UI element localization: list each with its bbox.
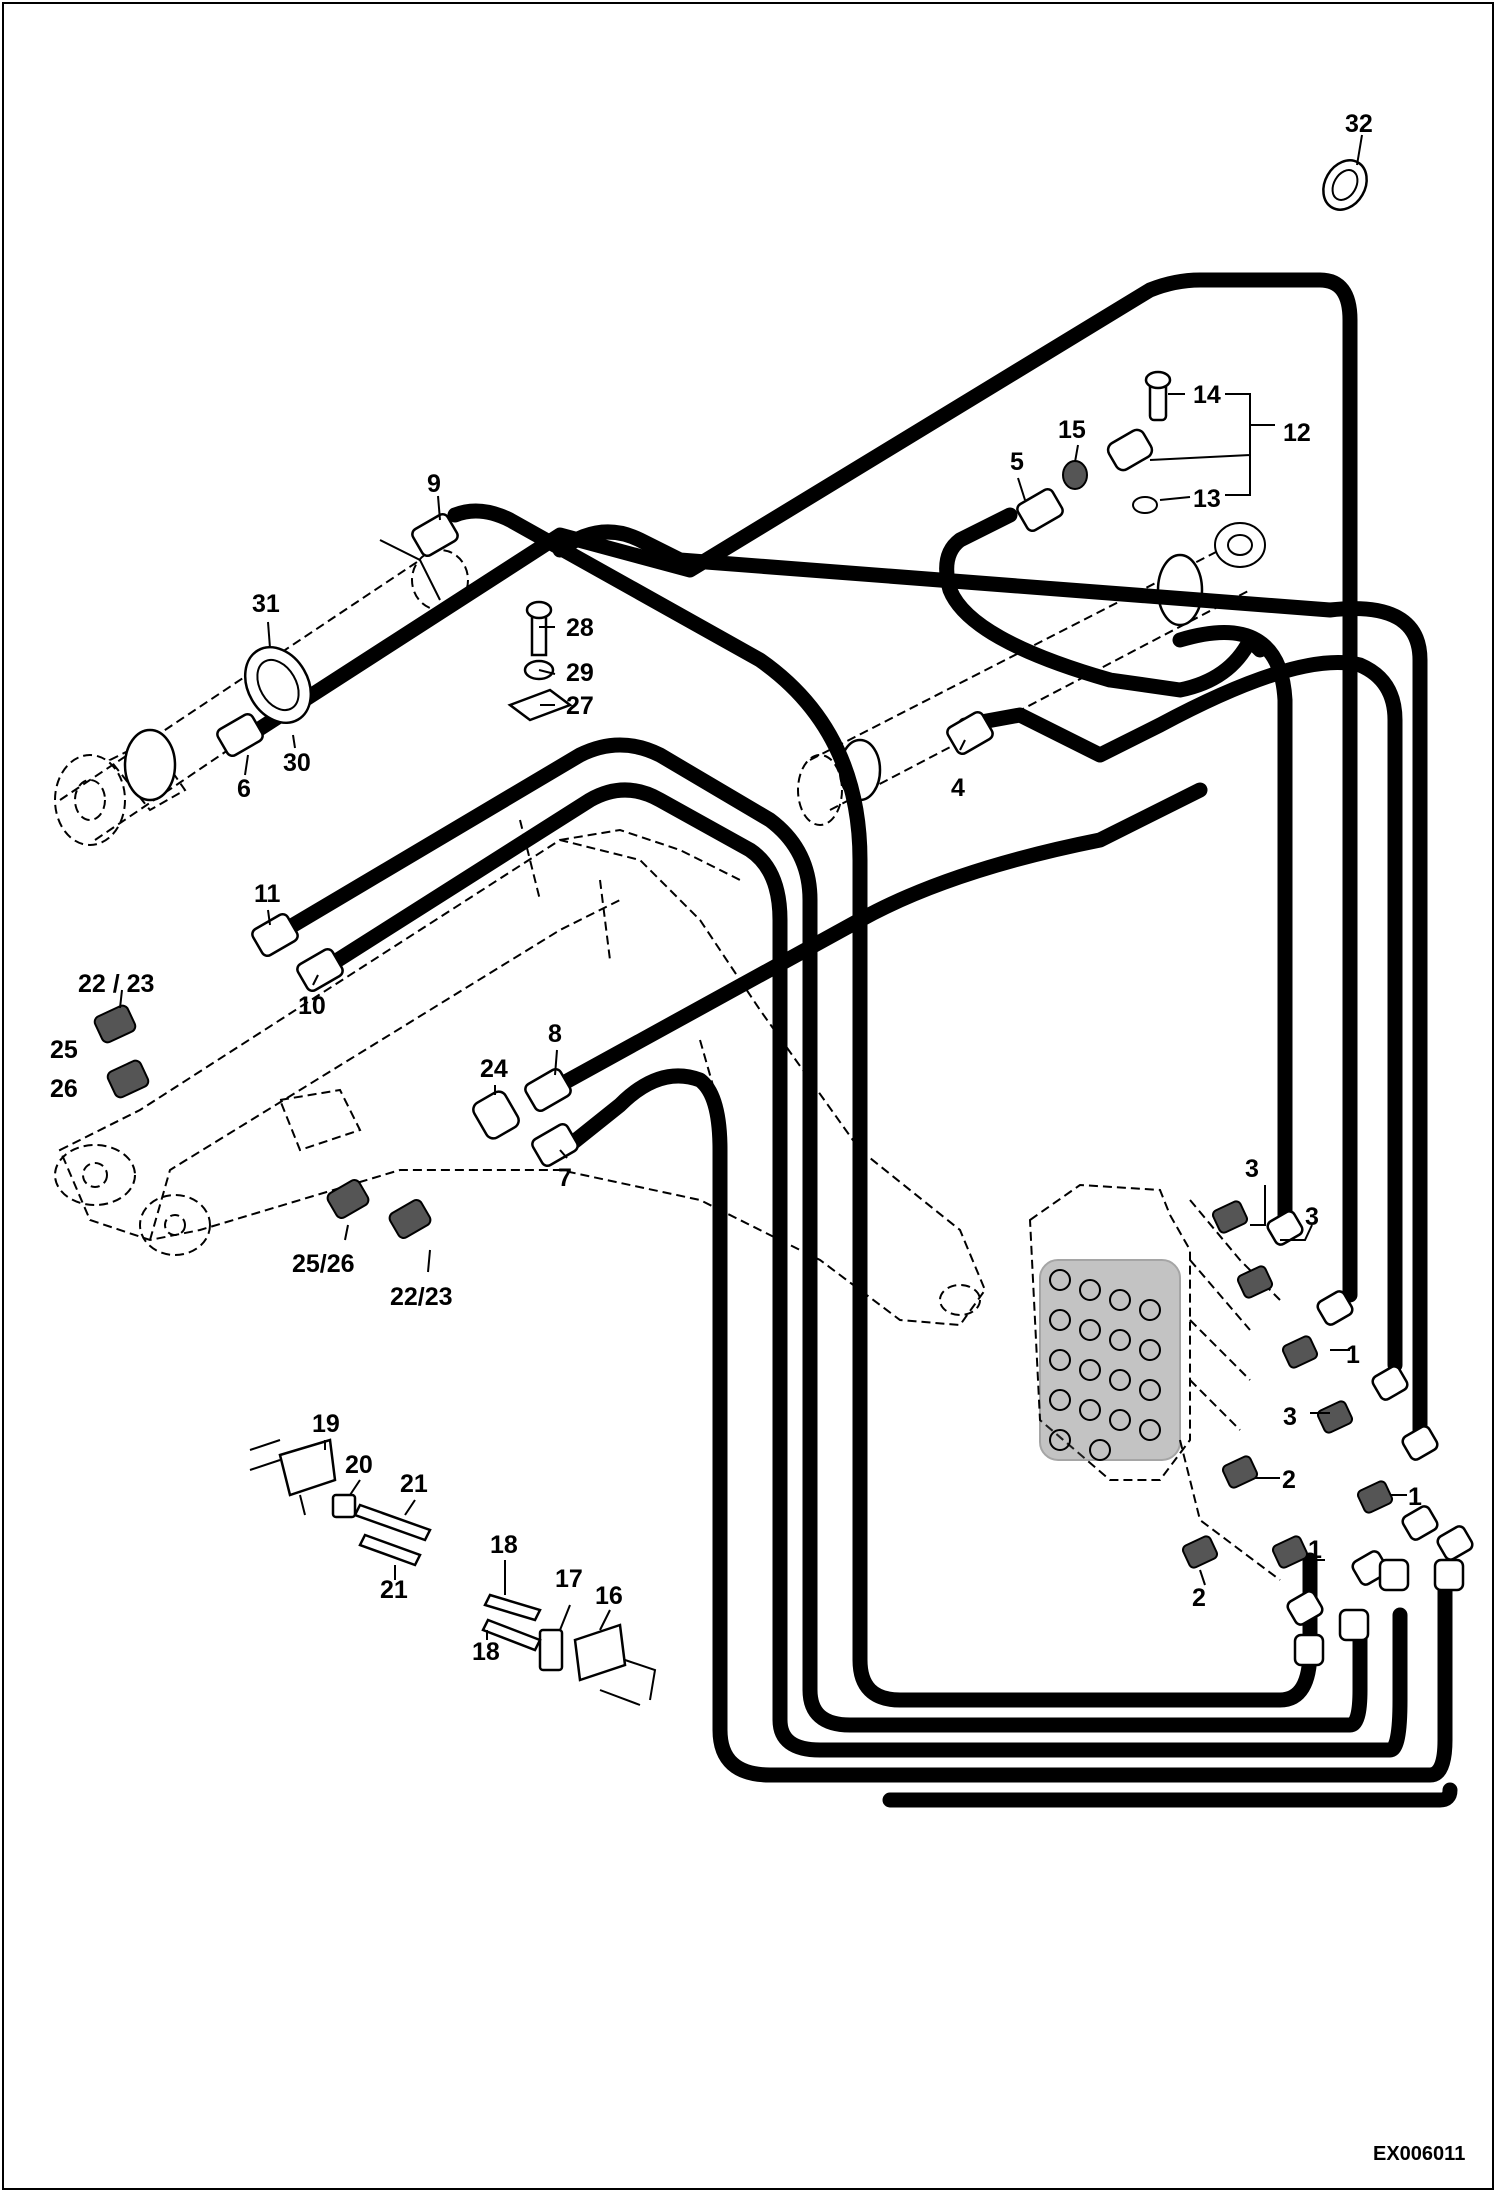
callout-18-bottom: 18 [472,1638,500,1666]
callout-17: 17 [555,1565,583,1593]
document-id: EX006011 [1373,2143,1465,2165]
callout-6: 6 [237,775,251,803]
leader-lines [119,134,1407,1640]
callout-2-mid: 2 [1282,1466,1296,1494]
callout-21-bottom: 21 [380,1576,408,1604]
control-valve-block [1028,1183,1281,1581]
callout-3-low: 3 [1283,1403,1297,1431]
callout-3-mid: 3 [1305,1203,1319,1231]
callout-29: 29 [566,659,594,687]
callout-15: 15 [1058,416,1086,444]
boom-outline [54,819,987,1327]
callout-1-top: 1 [1346,1341,1360,1369]
callout-18-top: 18 [490,1531,518,1559]
callout-5: 5 [1010,448,1024,476]
fittings [93,159,1474,1706]
callout-25-26-bottom: 25/26 [292,1250,355,1278]
callout-2-low: 2 [1192,1584,1206,1612]
callout-28: 28 [566,614,594,642]
callout-11: 11 [254,880,281,908]
callout-1-low: 1 [1308,1536,1322,1564]
callout-10: 10 [298,992,326,1020]
callout-8: 8 [548,1020,562,1048]
callout-20: 20 [345,1451,373,1479]
callout-21-top: 21 [400,1470,428,1498]
callout-3-top: 3 [1245,1155,1259,1183]
callout-30: 30 [283,749,311,777]
callout-9: 9 [427,470,441,498]
callout-12: 12 [1283,419,1311,447]
callout-32: 32 [1345,110,1373,138]
callout-4: 4 [951,774,965,802]
callout-27: 27 [566,692,594,720]
callout-1-mid: 1 [1408,1483,1422,1511]
callout-14: 14 [1193,381,1221,409]
hydraulic-hoses [242,272,1458,1808]
callout-26-left: 26 [50,1075,78,1103]
callout-13: 13 [1193,485,1221,513]
callout-22-23-bottom: 22/23 [390,1283,453,1311]
callout-16: 16 [595,1582,623,1610]
callout-31: 31 [252,590,280,618]
callout-labels: 32 14 12 15 13 5 9 31 6 30 28 29 27 4 11… [50,110,1465,2165]
callout-24: 24 [480,1055,508,1083]
callout-22-23-left: 22 / 23 [78,970,154,998]
callout-25-left: 25 [50,1036,78,1064]
callout-7: 7 [558,1164,572,1192]
callout-19: 19 [312,1410,340,1438]
